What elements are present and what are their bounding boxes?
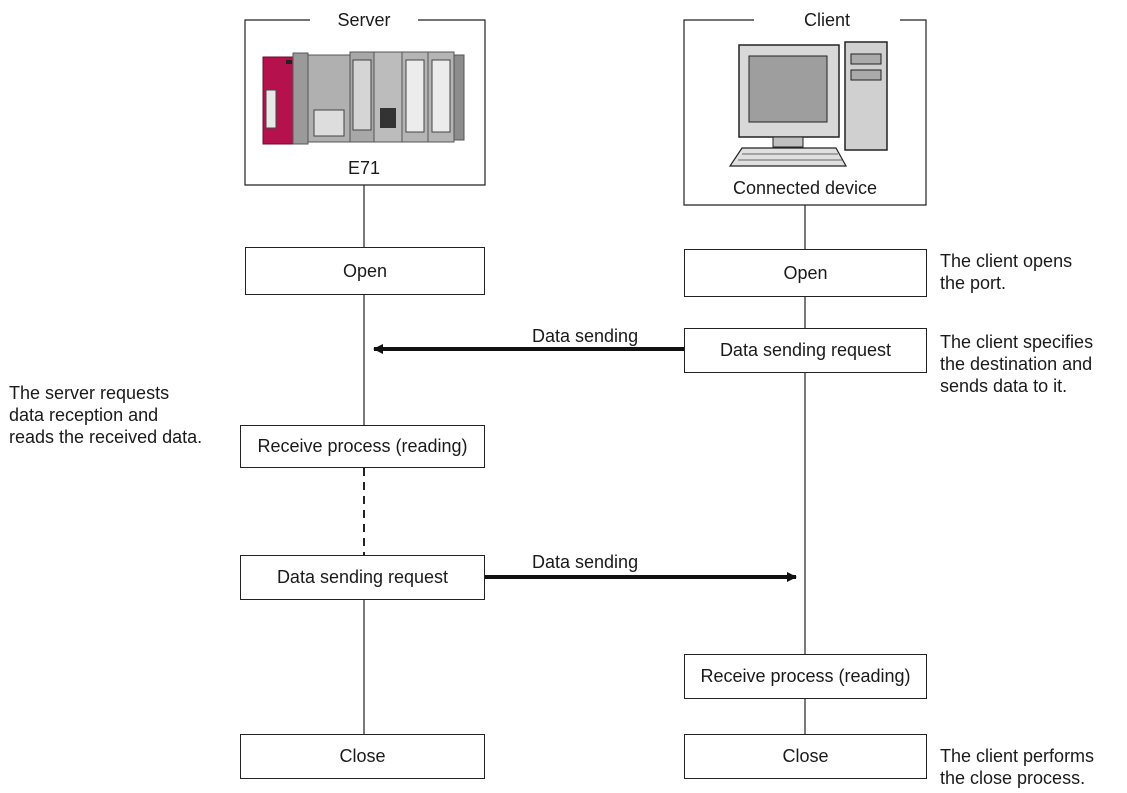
client-open-note: The client opens the port.: [940, 251, 1073, 293]
client-send-request-box: Data sending request: [684, 328, 927, 373]
server-title: Server: [329, 9, 399, 31]
plc-rack-illustration: [262, 51, 465, 145]
client-open-box: Open: [684, 249, 927, 297]
computer-illustration: [728, 41, 888, 167]
server-receive-box: Receive process (reading): [240, 425, 485, 468]
server-device-label: E71: [347, 158, 381, 178]
client-title: Client: [795, 9, 859, 31]
server-open-box: Open: [245, 247, 485, 295]
server-receive-note: The server requests data reception and r…: [9, 383, 203, 447]
client-receive-box: Receive process (reading): [684, 654, 927, 699]
arrow-label-client-to-server: Data sending: [532, 326, 639, 346]
client-device-label: Connected device: [732, 178, 878, 198]
arrow-label-server-to-client: Data sending: [532, 552, 639, 572]
server-send-request-box: Data sending request: [240, 555, 485, 600]
client-close-box: Close: [684, 734, 927, 779]
client-close-note: The client performs the close process.: [940, 746, 1095, 788]
server-frame: [244, 19, 486, 186]
server-close-box: Close: [240, 734, 485, 779]
client-send-note: The client specifies the destination and…: [940, 332, 1094, 396]
